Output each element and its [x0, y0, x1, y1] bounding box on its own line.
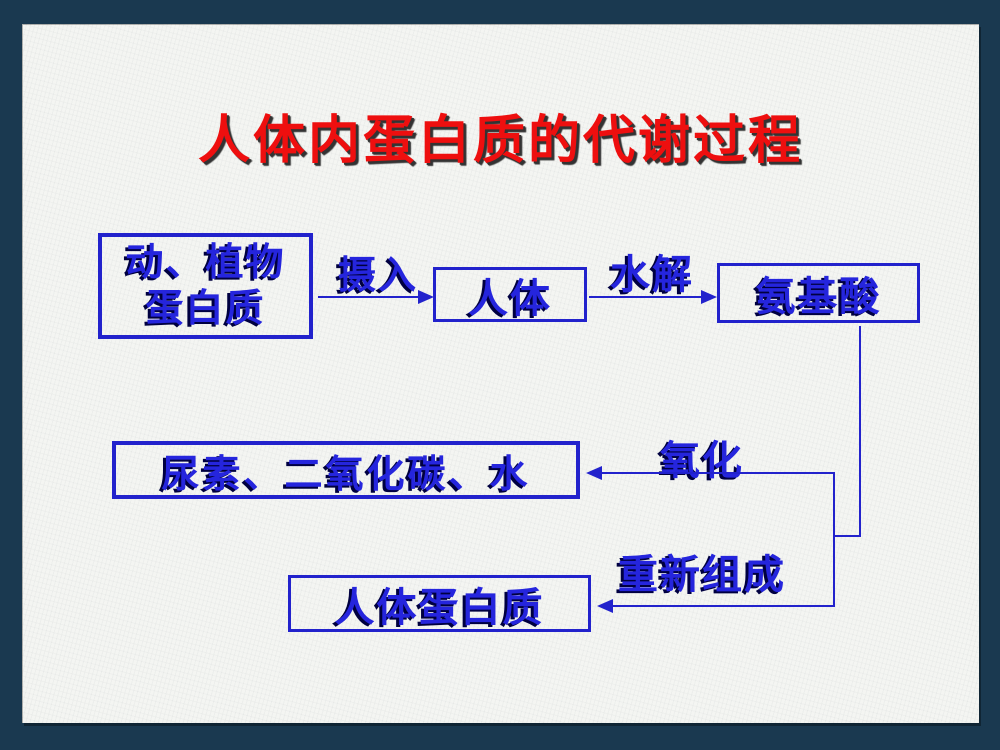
oxidation-arrowhead-icon: [586, 466, 602, 480]
node-urea-co2-water-label: 尿素、二氧化碳、水: [161, 453, 531, 496]
node-animal-plant-protein: 动、植物 蛋白质: [98, 233, 313, 339]
recompose-arrow-line: [613, 605, 835, 607]
edge-label-recompose: 重新组成: [618, 553, 786, 597]
node-human-protein: 人体蛋白质: [288, 575, 591, 632]
node-animal-plant-protein-line1: 动、植物: [125, 241, 286, 284]
edge-label-intake: 摄入: [337, 255, 418, 297]
edge-label-oxidation: 氧化: [660, 439, 744, 483]
node-human-body-label: 人体: [468, 276, 552, 321]
node-animal-plant-protein-line2: 蛋白质: [145, 288, 266, 330]
connector-jog-line: [833, 535, 861, 537]
node-amino-acid: 氨基酸: [717, 263, 920, 323]
node-urea-co2-water: 尿素、二氧化碳、水: [112, 441, 580, 499]
node-human-protein-label: 人体蛋白质: [334, 585, 545, 630]
amino-down-line: [859, 326, 861, 537]
intake-arrowhead-icon: [418, 290, 434, 304]
slide-title: 人体内蛋白质的代谢过程: [197, 112, 803, 170]
hydrolysis-arrow-line: [589, 296, 703, 298]
node-amino-acid-label: 氨基酸: [755, 275, 882, 319]
branch-vertical-line: [833, 472, 835, 607]
intake-arrow-line: [318, 296, 420, 298]
recompose-arrowhead-icon: [597, 599, 613, 613]
slide-panel: 人体内蛋白质的代谢过程 动、植物 蛋白质 摄入 人体 水解 氨基酸 氧化 尿素、…: [22, 24, 979, 723]
node-human-body: 人体: [433, 267, 587, 322]
hydrolysis-arrowhead-icon: [701, 290, 717, 304]
edge-label-hydrolysis: 水解: [610, 253, 694, 297]
oxidation-arrow-line: [602, 472, 835, 474]
